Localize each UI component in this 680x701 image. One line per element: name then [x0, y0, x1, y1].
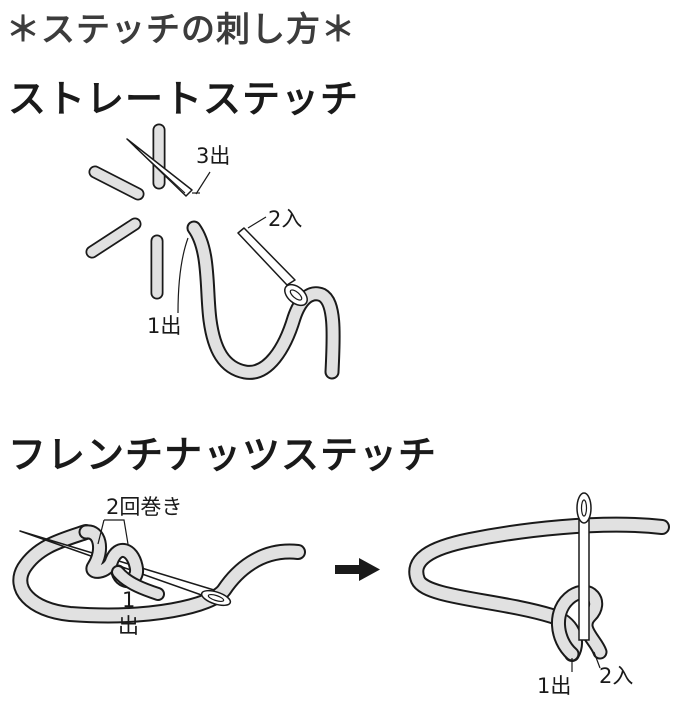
straight-stitch-diagram: 3出 2入 1出: [85, 123, 341, 380]
label-step1-num: 1: [122, 588, 135, 612]
label-final-in2: 2入: [599, 664, 633, 688]
french-knot-heading: フレンチナッツステッチ: [8, 433, 438, 477]
star-right-icon: ＊: [321, 10, 356, 50]
label-out3: 3出: [196, 144, 230, 168]
page-title: ＊ステッチの刺し方＊: [6, 2, 356, 51]
thread-wraps: [78, 524, 165, 601]
label-out1: 1出: [147, 314, 181, 338]
completed-stitches: [85, 123, 166, 300]
page-title-text: ステッチの刺し方: [41, 10, 321, 50]
right-arrow-icon: [335, 558, 380, 581]
label-wraps: 2回巻き: [106, 495, 182, 519]
french-knot-step1-diagram: 2回巻き 1 出: [12, 495, 306, 638]
label-in2: 2入: [268, 207, 302, 231]
label-final-out1: 1出: [537, 674, 571, 698]
working-thread: [186, 220, 341, 380]
french-knot-step2-diagram: 1出 2入: [408, 492, 670, 698]
label-step1-char: 出: [118, 614, 139, 638]
straight-stitch-heading: ストレートステッチ: [8, 77, 360, 121]
needle-3: [126, 138, 193, 197]
needle-2: [237, 227, 308, 307]
star-left-icon: ＊: [6, 10, 41, 50]
